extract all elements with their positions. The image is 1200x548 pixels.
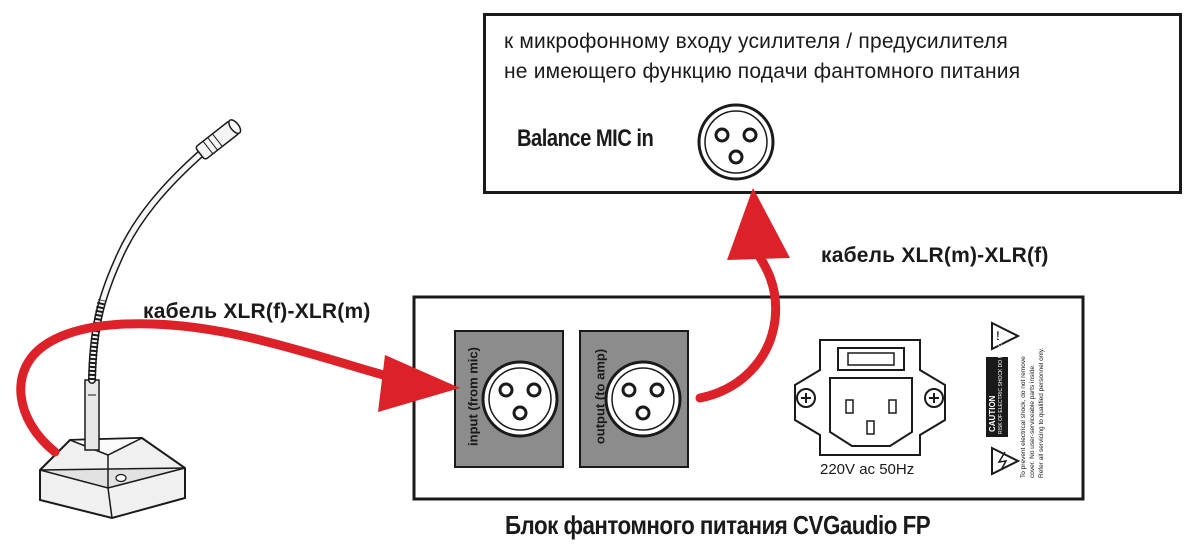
warning-triangle-icon [991, 321, 1021, 351]
device-title: Блок фантомного питания CVGaudio FP [505, 510, 931, 540]
svg-text:!: ! [996, 329, 1000, 343]
cable-label-amp: кабель XLR(m)-XLR(f) [821, 244, 1049, 267]
caution-line-3: Refer all servicing to qualified personn… [1038, 347, 1045, 478]
amplifier-line-1: к микрофонному входу усилителя / предуси… [504, 30, 1008, 53]
xlr-pin [635, 405, 651, 421]
output-port-label: output (to amp) [592, 348, 608, 445]
amplifier-box: к микрофонному входу усилителя / предуси… [483, 13, 1182, 194]
amplifier-line-2: не имеющего функцию подачи фантомного пи… [504, 60, 1021, 83]
xlr-pin [649, 382, 665, 398]
caution-line-2: cover. No user-serviceable parts inside. [1029, 364, 1036, 478]
caution-title: CAUTION [988, 395, 997, 432]
power-spec-label: 220V ac 50Hz [820, 461, 915, 478]
cable-label-mic: кабель XLR(f)-XLR(m) [143, 300, 371, 323]
balance-mic-in-label: Balance MIC in [517, 125, 654, 152]
output-panel [579, 330, 689, 468]
xlr-pin [512, 405, 528, 421]
input-port-label: input (from mic) [465, 347, 481, 446]
input-panel [454, 330, 564, 468]
xlr-pin [498, 382, 514, 398]
caution-line-1: To prevent electrical shock, do not remo… [1020, 356, 1027, 478]
iec-socket [829, 377, 913, 447]
power-inlet [794, 339, 946, 456]
caution-subtitle: RISK OF ELECTRIC SHOCK DO NOT OPEN [998, 332, 1004, 434]
xlr-pin [526, 382, 542, 398]
caution-warning: ! [986, 321, 1021, 476]
xlr-pin [621, 382, 637, 398]
